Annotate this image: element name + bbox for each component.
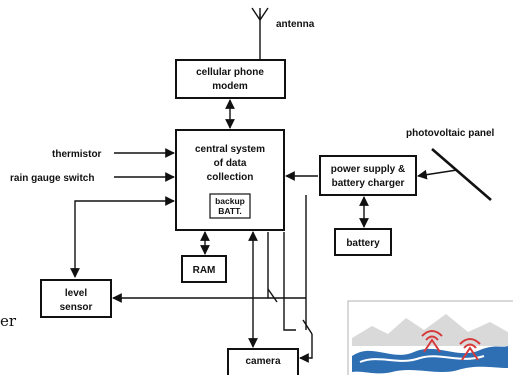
level-label-line1: level: [65, 288, 87, 299]
ram-box: [181, 255, 227, 283]
photovoltaic-label: photovoltaic panel: [406, 128, 495, 139]
antenna-icon: [251, 7, 269, 60]
backup-battery-box: [209, 193, 251, 219]
power-label-line2: battery charger: [332, 178, 405, 189]
level-sensor-box: [40, 279, 112, 318]
supply-line-a: [267, 232, 277, 299]
cropped-text: er: [0, 312, 17, 330]
central-label-line2: of data: [214, 158, 247, 169]
river-sensor-thumbnail: [347, 300, 513, 375]
modem-label-line1: cellular phone: [196, 67, 264, 78]
panel-power-arrow: [417, 169, 458, 180]
central-level-link: [70, 196, 175, 278]
switch-b-icon: [302, 319, 313, 335]
level-label-line2: sensor: [60, 302, 93, 313]
power-supply-box: [319, 155, 417, 196]
rain-gauge-label: rain gauge switch: [10, 173, 94, 184]
battery-label: battery: [346, 238, 380, 249]
battery-box: [334, 228, 392, 256]
camera-box: [227, 348, 299, 375]
modem-box: [175, 59, 286, 99]
antenna-label: antenna: [276, 19, 315, 30]
ram-label: RAM: [193, 265, 216, 276]
supply-camera-arrow: [299, 340, 313, 363]
camera-label: camera: [245, 356, 280, 367]
central-label-line3: collection: [207, 172, 254, 183]
power-label-line1: power supply &: [331, 164, 405, 175]
backup-label-line2: BATT.: [218, 206, 241, 216]
modem-label-line2: modem: [212, 81, 248, 92]
thermistor-label: thermistor: [52, 149, 102, 160]
switch-a-icon: [267, 288, 278, 303]
backup-label-line1: backup: [215, 196, 245, 206]
supply-line-b: [283, 232, 296, 331]
photovoltaic-panel-icon: [431, 148, 492, 201]
central-label-line1: central system: [195, 144, 265, 155]
